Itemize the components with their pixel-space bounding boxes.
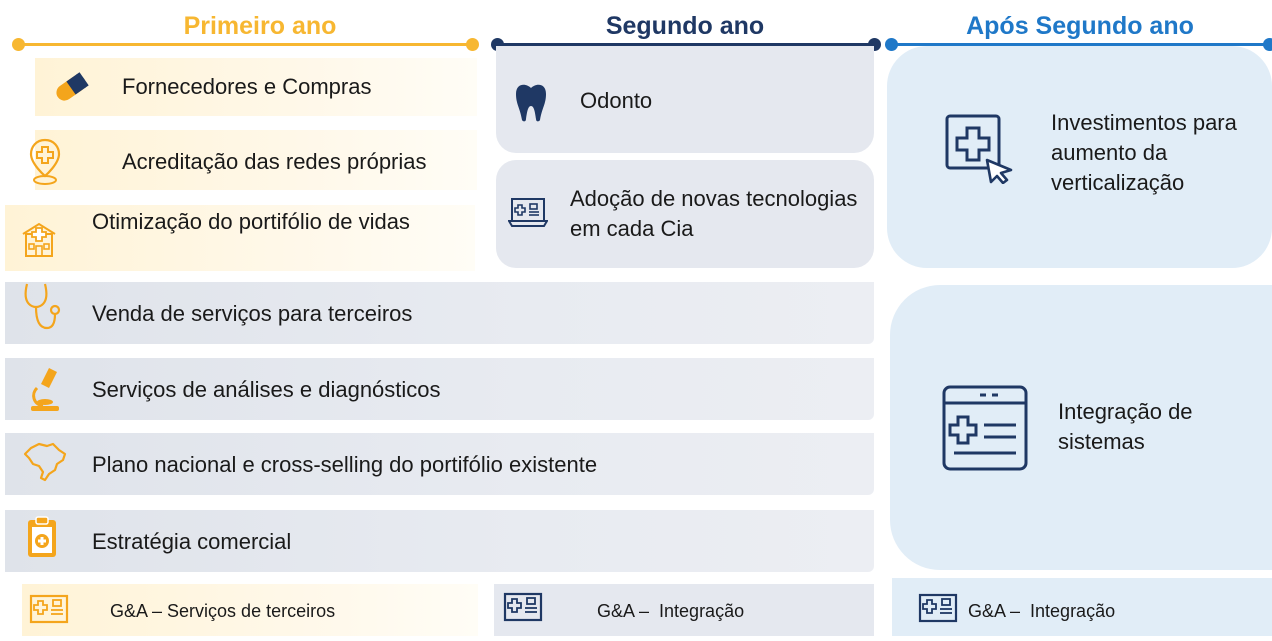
timeline-year1 bbox=[18, 43, 474, 46]
card-label: Fornecedores e Compras bbox=[122, 74, 372, 99]
card-investimentos: Investimentos para aumento da verticaliz… bbox=[887, 46, 1272, 268]
card-label: Venda de serviços para terceiros bbox=[92, 301, 413, 326]
card-venda-servicos: Venda de serviços para terceiros bbox=[5, 282, 874, 344]
clipboard-icon bbox=[28, 516, 56, 557]
microscope-icon bbox=[31, 368, 59, 411]
timeline-dot bbox=[12, 38, 25, 51]
card-servicos-analises: Serviços de análises e diagnósticos bbox=[5, 358, 874, 420]
laptop-medical-icon bbox=[508, 198, 548, 227]
header-year2: Segundo ano bbox=[605, 12, 765, 40]
card-label: Investimentos para aumento da verticaliz… bbox=[1051, 110, 1237, 195]
ga-year3: G&A – Integração bbox=[892, 578, 1272, 636]
timeline-year2 bbox=[497, 43, 875, 46]
card-otimizacao: Otimização do portifólio de vidas bbox=[5, 205, 475, 271]
card-label: Otimização do portifólio de vidas bbox=[92, 209, 410, 234]
card-label: Acreditação das redes próprias bbox=[122, 149, 427, 174]
ga-label: G&A – Integração bbox=[597, 601, 745, 621]
card-label: Integração de sistemas bbox=[1058, 399, 1193, 454]
timeline-dot bbox=[1263, 38, 1272, 51]
pill-icon bbox=[56, 72, 89, 101]
tooth-icon bbox=[516, 84, 546, 122]
timeline-dot bbox=[885, 38, 898, 51]
system-window-icon bbox=[942, 385, 1028, 471]
medical-card-icon bbox=[503, 592, 543, 622]
location-cross-icon bbox=[29, 138, 61, 185]
card-label: Plano nacional e cross-selling do portif… bbox=[92, 452, 598, 477]
card-label: Adoção de novas tecnologias em cada Cia bbox=[570, 186, 858, 241]
card-tecnologias: Adoção de novas tecnologias em cada Cia bbox=[496, 160, 874, 268]
ga-label: G&A – Serviços de terceiros bbox=[110, 601, 336, 621]
card-acreditacao: Acreditação das redes próprias bbox=[29, 130, 477, 190]
stethoscope-icon bbox=[24, 283, 61, 330]
brazil-map-icon bbox=[23, 442, 67, 482]
card-fornecedores: Fornecedores e Compras bbox=[35, 58, 477, 116]
card-label: Estratégia comercial bbox=[92, 529, 292, 554]
card-label: Odonto bbox=[580, 88, 653, 113]
medical-card-icon bbox=[918, 593, 958, 623]
timeline-dot bbox=[466, 38, 479, 51]
card-odonto: Odonto bbox=[496, 46, 874, 153]
card-estrategia: Estratégia comercial bbox=[5, 510, 874, 572]
medical-card-icon bbox=[29, 594, 69, 624]
card-plano-nacional: Plano nacional e cross-selling do portif… bbox=[5, 433, 874, 495]
card-label: Serviços de análises e diagnósticos bbox=[92, 377, 441, 402]
timeline-year3 bbox=[892, 43, 1272, 46]
ga-year1: G&A – Serviços de terceiros bbox=[22, 584, 478, 636]
medical-click-icon bbox=[945, 114, 1013, 184]
hospital-icon bbox=[22, 222, 56, 257]
header-year1: Primeiro ano bbox=[183, 12, 337, 40]
ga-label: G&A – Integração bbox=[968, 601, 1116, 621]
header-year3: Após Segundo ano bbox=[966, 12, 1194, 40]
ga-year2: G&A – Integração bbox=[494, 584, 874, 636]
card-integracao-sistemas: Integração de sistemas bbox=[890, 285, 1272, 570]
